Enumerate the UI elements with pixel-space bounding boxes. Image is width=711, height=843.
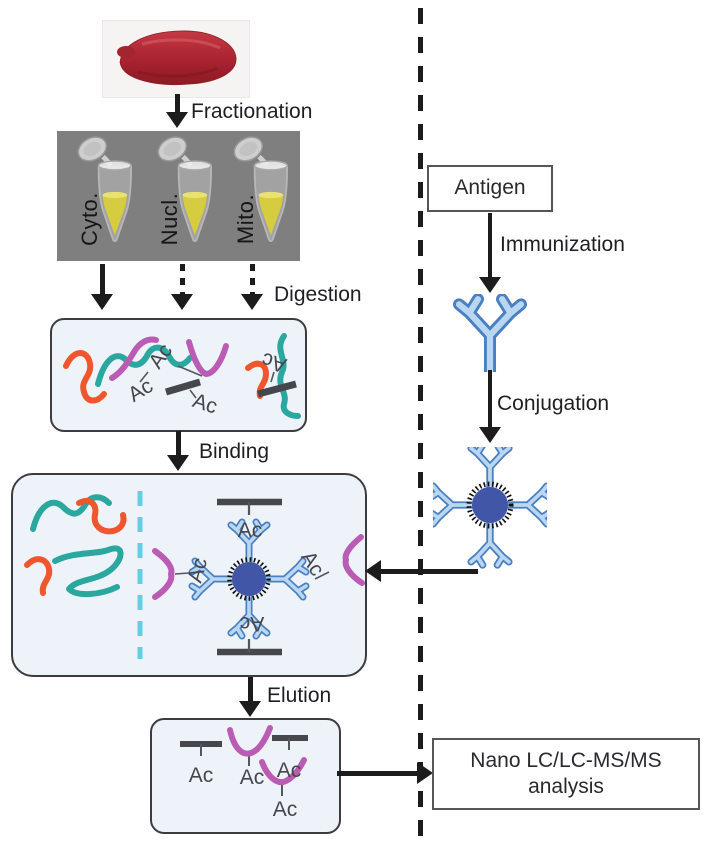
peptide-squiggle-icon — [245, 360, 269, 399]
bead-antibody-conjugate-icon — [433, 447, 547, 569]
microcentrifuge-tube-icon — [233, 136, 289, 243]
arrow-stem — [488, 370, 492, 429]
conjugation-label: Conjugation — [497, 392, 610, 415]
binding-panel: Ac Ac Ac Ac — [11, 473, 367, 677]
to-binding-arrow — [365, 560, 478, 582]
digestion-arrow-1 — [91, 264, 113, 310]
peptide-squiggle-icon — [63, 350, 107, 404]
fraction-label-nucl: Nucl. — [157, 192, 182, 246]
acetyl-ac-tag: Ac — [277, 759, 302, 782]
antibody-y-icon — [471, 447, 509, 489]
elution-label: Elution — [267, 684, 332, 707]
acetyl-ac-tag: Ac — [240, 612, 265, 635]
antibody-y-icon — [471, 521, 509, 565]
digestion-arrow-2 — [171, 264, 193, 310]
peptide-squiggle-icon — [186, 339, 229, 377]
subcellular-fractions-photo: Cyto. Nucl. Mito. — [57, 131, 300, 261]
down-arrow-icon — [479, 427, 501, 443]
immunization-arrow — [479, 213, 501, 293]
down-arrow-icon — [479, 277, 501, 293]
arrow-stem — [379, 568, 478, 574]
tissue-highlight — [141, 38, 221, 50]
ac-connector — [177, 365, 203, 377]
analysis-line2: analysis — [528, 775, 604, 798]
down-arrow-icon — [91, 294, 113, 310]
down-arrow-icon — [166, 112, 188, 128]
arrow-stem — [174, 94, 180, 114]
elution-arrow — [239, 677, 261, 717]
acetyl-ac-tag: Ac — [189, 764, 214, 787]
to-analysis-arrow — [337, 762, 433, 784]
peptide-squiggle-icon — [52, 545, 124, 597]
bead — [472, 487, 508, 523]
tissue-lobe — [117, 46, 135, 58]
tissue-photo — [102, 20, 250, 98]
fractionation-arrow — [166, 94, 188, 128]
binding-arrow — [167, 431, 189, 471]
bead-antibody-conjugate-icon — [232, 562, 266, 596]
antigen-box: Antigen — [427, 165, 553, 212]
peptide-squiggle-icon — [24, 556, 53, 596]
digestion-label: Digestion — [274, 283, 362, 306]
arrow-stem — [488, 213, 492, 279]
down-arrow-icon — [241, 294, 263, 310]
right-arrow-icon — [417, 762, 433, 784]
immunization-label: Immunization — [500, 233, 625, 256]
arrow-stem — [337, 770, 419, 776]
captured-peptide — [342, 534, 365, 586]
fractionation-label: Fractionation — [191, 100, 313, 123]
bead-spiky-ring — [466, 481, 514, 529]
left-arrow-icon — [365, 560, 381, 582]
captured-peptide — [227, 725, 273, 757]
dashed-divider-line — [418, 8, 423, 838]
ac-connector — [174, 572, 190, 575]
microcentrifuge-tube-icon — [157, 136, 213, 243]
acetyl-ac-tag: Ac — [273, 798, 298, 821]
antibody-y-icon — [433, 486, 474, 524]
acetyl-ac-tag: Ac — [238, 519, 263, 542]
peptide-squiggle-icon — [30, 494, 112, 532]
peptide-bar — [165, 378, 201, 396]
arrow-stem-dotted — [179, 264, 185, 296]
acetyl-ac-tag: Ac — [144, 340, 177, 373]
arrow-stem — [175, 431, 181, 457]
tissue-shadow — [137, 66, 219, 78]
binding-label: Binding — [199, 440, 270, 463]
down-arrow-icon — [239, 701, 261, 717]
acetyl-ac-tag: Ac — [190, 389, 220, 418]
antibody-y-icon — [448, 294, 532, 372]
arrow-stem — [247, 677, 253, 703]
ac-connector — [270, 371, 275, 383]
analysis-box: Nano LC/LC-MS/MS analysis — [432, 738, 700, 810]
ac-connector — [189, 389, 197, 399]
antigen-label: Antigen — [454, 176, 526, 200]
down-arrow-icon — [167, 455, 189, 471]
peptide-squiggle-icon — [95, 344, 193, 387]
ac-connector — [314, 571, 330, 580]
peptide-bar — [257, 380, 297, 398]
peptide-squiggle-icon — [109, 336, 159, 381]
eluted-peptides-panel: Ac Ac Ac Ac — [150, 718, 341, 834]
digested-peptides-panel: Ac Ac Ac Ac — [50, 318, 307, 432]
down-arrow-icon — [171, 294, 193, 310]
arrow-stem-dotted — [249, 264, 255, 296]
peptide-squiggle-icon — [76, 497, 127, 535]
fraction-label-mito: Mito. — [233, 193, 258, 245]
fraction-label-cyto: Cyto. — [77, 192, 102, 246]
captured-peptide — [259, 757, 307, 785]
conjugation-arrow — [479, 370, 501, 443]
captured-peptide — [152, 548, 175, 600]
analysis-line1: Nano LC/LC-MS/MS — [470, 748, 662, 772]
bead-spiky-ring — [227, 557, 271, 601]
ac-connector — [139, 371, 149, 383]
acetyl-ac-tag: Ac — [240, 766, 265, 789]
digestion-arrow-3 — [241, 264, 263, 310]
microcentrifuge-tube-icon — [77, 136, 133, 243]
acetyl-ac-tag: Ac — [124, 374, 157, 406]
arrow-stem — [99, 264, 105, 296]
